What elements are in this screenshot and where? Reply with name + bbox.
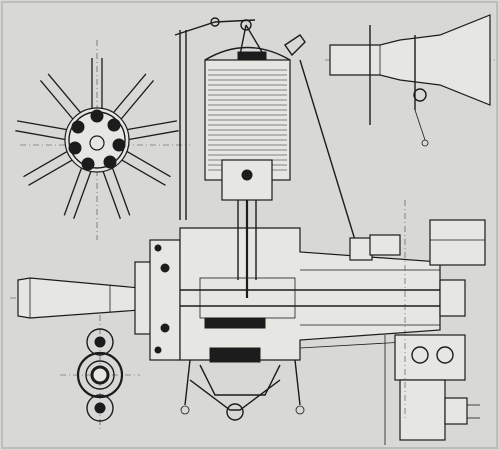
radial-cylinder-spokes xyxy=(15,58,179,219)
radial-cylinder-spoke xyxy=(73,169,93,219)
carburetor-pump-unit xyxy=(384,200,486,445)
propeller-shaft xyxy=(17,277,141,319)
radial-cylinder-spoke xyxy=(127,130,179,141)
radial-cylinder-spoke xyxy=(28,158,74,186)
front-bearing-balls xyxy=(154,244,170,354)
radial-cylinder-spoke xyxy=(63,166,83,216)
radial-cylinder-spoke xyxy=(119,79,155,121)
radial-cylinder-spoke xyxy=(39,79,75,121)
radial-cylinder-spoke xyxy=(111,73,147,115)
radial-engine-front-view xyxy=(15,40,190,240)
radial-cylinder-ports xyxy=(68,109,126,171)
radial-cylinder-spoke xyxy=(23,150,69,178)
radial-cylinder-spoke xyxy=(120,158,166,186)
radial-cylinder-spoke xyxy=(111,166,131,216)
cylinder-cooling-fins xyxy=(208,69,287,171)
radial-cylinder-spoke xyxy=(101,169,121,219)
gear-train-view xyxy=(60,315,140,430)
spark-plug xyxy=(284,34,306,57)
radial-cylinder-spoke xyxy=(15,130,67,141)
radial-cylinder-spoke xyxy=(47,73,83,115)
radial-cylinder-spoke xyxy=(125,150,171,178)
radial-cylinder-spoke xyxy=(17,120,69,131)
main-engine-section xyxy=(10,17,466,421)
radial-cylinder-spoke xyxy=(125,120,177,131)
exhaust-nozzle-section xyxy=(325,14,495,147)
